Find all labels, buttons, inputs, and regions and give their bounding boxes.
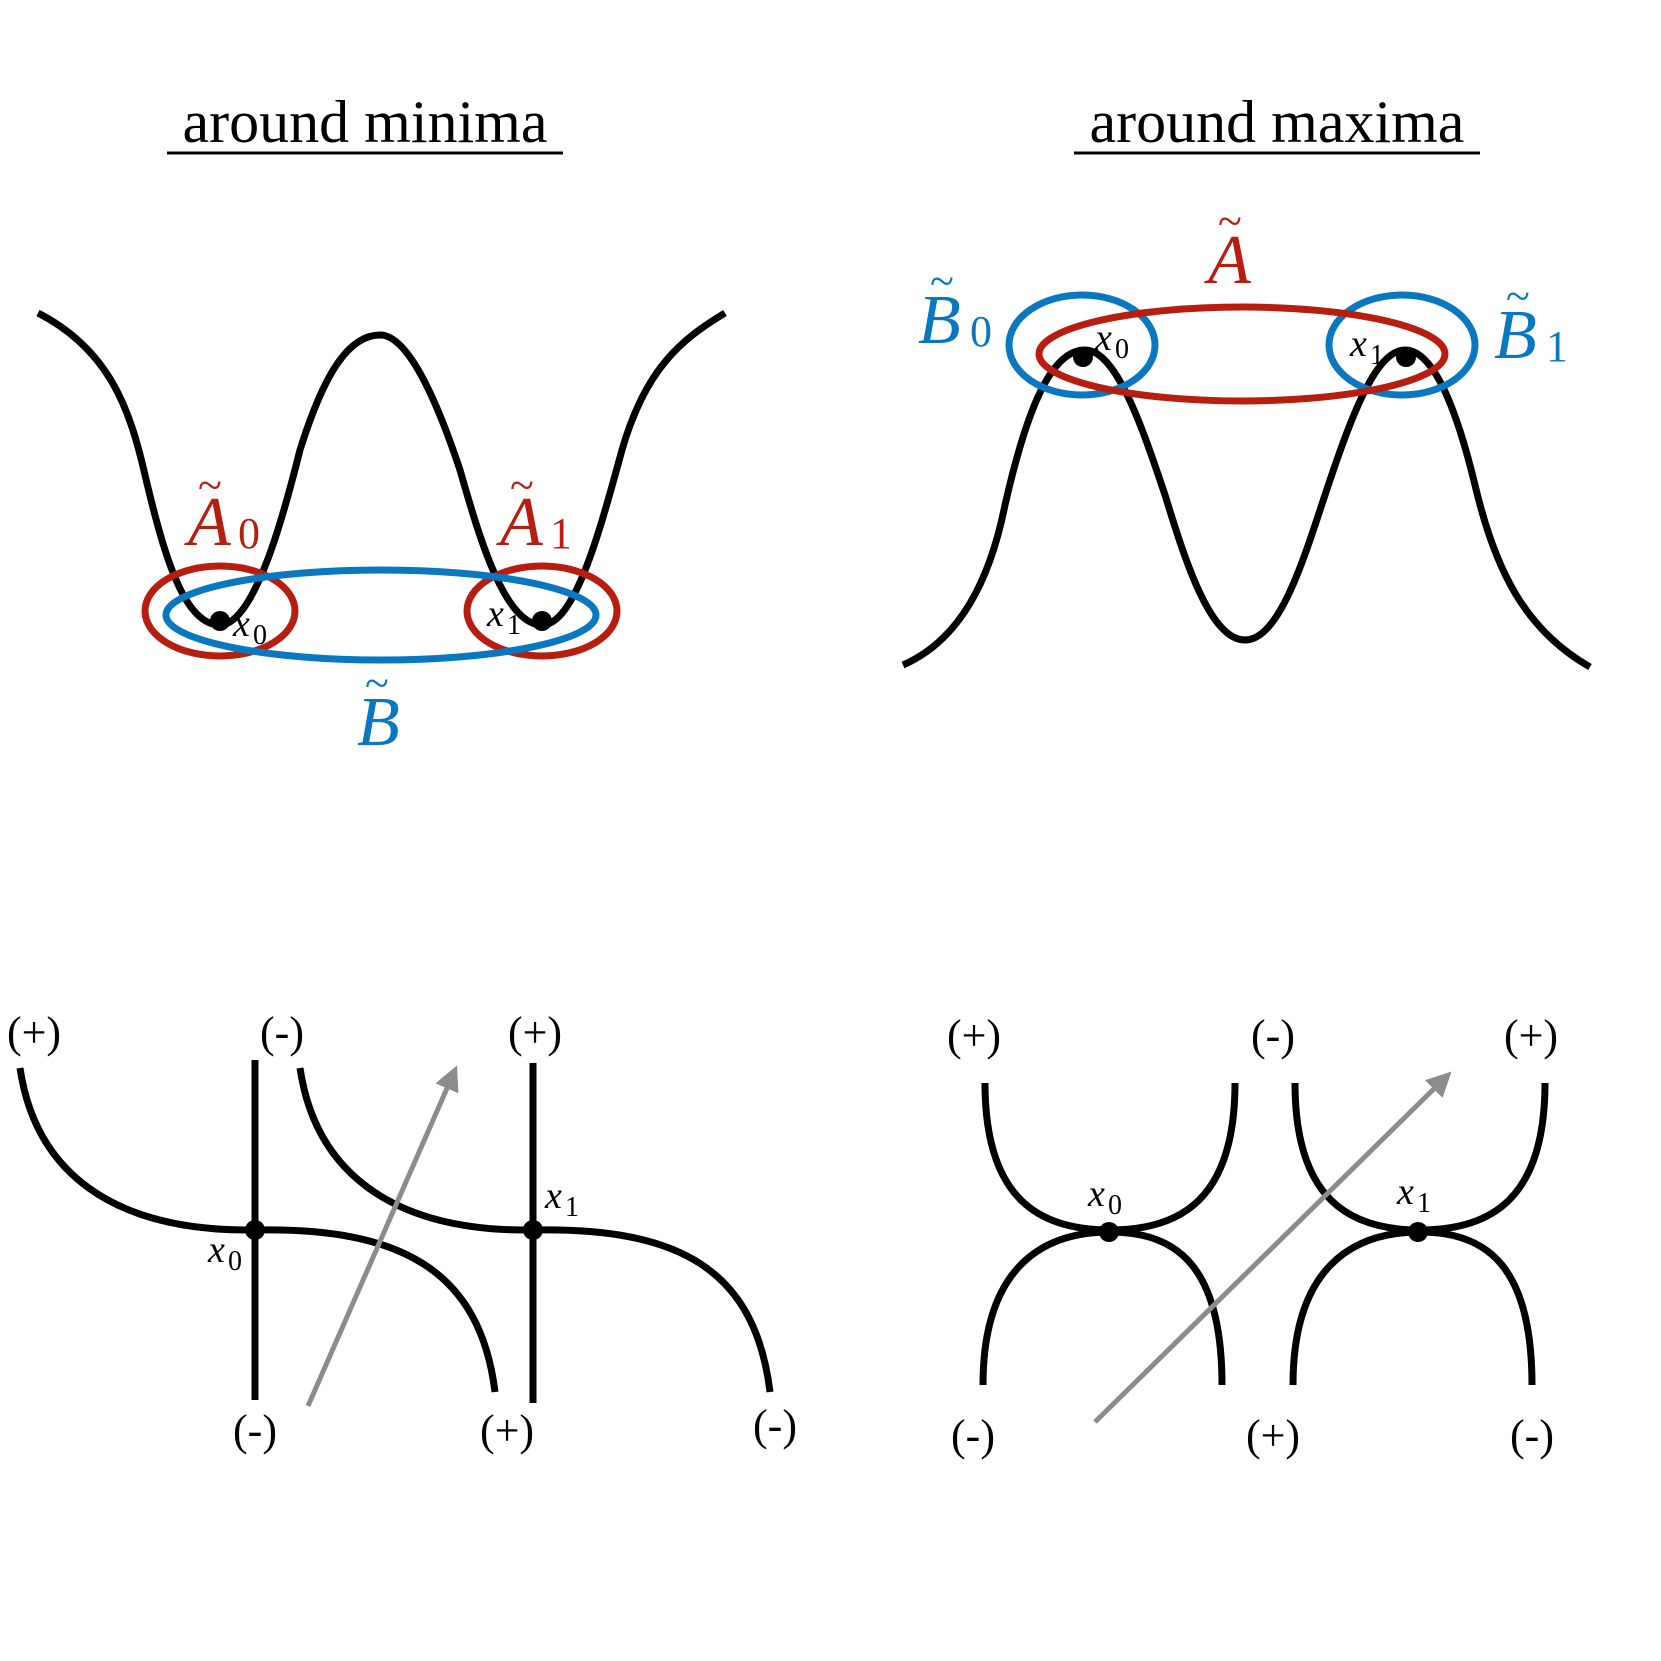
- label-x0: x 0: [232, 603, 267, 651]
- label-x1: x 1: [486, 593, 521, 641]
- point-x0-br: [1099, 1222, 1119, 1242]
- ellipse-B: [162, 566, 600, 664]
- point-x0: [210, 611, 230, 631]
- label-A-base: A: [1204, 222, 1251, 299]
- point-x1: [532, 611, 552, 631]
- sign-bottom-1: (-): [233, 1406, 277, 1455]
- sign-top-r1: (+): [947, 1011, 1001, 1060]
- label-B1-tilde: ~: [1506, 272, 1530, 321]
- point-x1-br: [1408, 1222, 1428, 1242]
- flow-arrow-right: [1093, 1071, 1452, 1424]
- label-x0-bl: x 0: [207, 1229, 242, 1277]
- label-B-tilde: ~: [365, 659, 389, 708]
- ellipse-B1: [1325, 291, 1479, 399]
- label-x0-bl-base: x: [207, 1229, 225, 1271]
- label-x1-br-base: x: [1396, 1171, 1414, 1213]
- label-B0-tilde: ~: [930, 257, 954, 306]
- title-right-group: around maxima: [1074, 89, 1480, 155]
- point-x1-bl: [523, 1220, 543, 1240]
- double-well-curve: [36, 309, 727, 629]
- lower-cap-2: [1289, 1228, 1536, 1386]
- label-x0-br: x 0: [1087, 1173, 1122, 1221]
- label-x1-bl-sub: 1: [565, 1192, 579, 1223]
- label-B1-base: B: [1494, 297, 1537, 374]
- branch-curve-3: [296, 1067, 534, 1234]
- label-x1-br-sub: 1: [1417, 1188, 1431, 1219]
- sign-bottom-r3: (-): [1510, 1411, 1554, 1460]
- branch-curve-1: [16, 1067, 256, 1234]
- ellipse-A0: [141, 562, 299, 660]
- label-B0-sub: 0: [970, 307, 992, 356]
- sign-top-2: (-): [260, 1008, 304, 1057]
- label-x1-max-base: x: [1349, 323, 1367, 365]
- sign-bottom-3: (-): [753, 1401, 797, 1450]
- label-B: B ~: [357, 659, 400, 761]
- sign-bottom-r2: (+): [1246, 1411, 1300, 1460]
- label-x0-bl-sub: 0: [228, 1246, 242, 1277]
- label-A0: A 0 ~: [184, 461, 260, 561]
- bottom-right-panel: x 0 x 1 (+) (-) (+) (-) (+) (-): [947, 1011, 1558, 1460]
- sign-bottom-2: (+): [480, 1406, 534, 1455]
- sign-top-r2: (-): [1251, 1011, 1295, 1060]
- label-x0-sub: 0: [253, 620, 267, 651]
- label-A0-sub: 0: [238, 509, 260, 558]
- label-x0-max-base: x: [1094, 317, 1112, 359]
- label-A0-tilde: ~: [198, 461, 222, 510]
- label-B-base: B: [357, 684, 400, 761]
- sign-top-r3: (+): [1504, 1011, 1558, 1060]
- bottom-left-panel: x 0 x 1 (+) (-) (+) (-) (+) (-): [7, 1008, 797, 1455]
- label-A: A ~: [1204, 197, 1251, 299]
- label-x1-max-sub: 1: [1370, 340, 1384, 371]
- ellipse-B0: [1005, 291, 1159, 399]
- sign-top-1: (+): [7, 1008, 61, 1057]
- double-hump-curve: [901, 346, 1592, 671]
- label-x0-br-base: x: [1087, 1173, 1105, 1215]
- label-A-tilde: ~: [1218, 197, 1242, 246]
- title-around-maxima: around maxima: [1090, 89, 1465, 155]
- label-x1-base: x: [486, 593, 504, 635]
- label-B0-base: B: [918, 282, 961, 359]
- label-x0-max-sub: 0: [1115, 334, 1129, 365]
- branch-curve-2: [254, 1226, 499, 1393]
- sign-bottom-r1: (-): [951, 1411, 995, 1460]
- sign-top-3: (+): [508, 1008, 562, 1057]
- label-x0-br-sub: 0: [1108, 1190, 1122, 1221]
- label-A0-base: A: [184, 484, 231, 561]
- minima-panel: A 0 ~ A 1 ~ B ~ x 0 x 1: [36, 309, 727, 761]
- label-A1: A 1 ~: [496, 461, 572, 561]
- point-x0-max: [1073, 347, 1093, 367]
- label-A1-tilde: ~: [510, 461, 534, 510]
- ellipse-A: [1035, 303, 1449, 405]
- label-B1: B 1 ~: [1494, 272, 1568, 374]
- point-x0-bl: [245, 1220, 265, 1240]
- label-x1-max: x 1: [1349, 323, 1384, 371]
- title-around-minima: around minima: [183, 89, 548, 155]
- label-A1-sub: 1: [550, 509, 572, 558]
- lower-cap-1: [979, 1228, 1226, 1386]
- title-left-group: around minima: [167, 89, 563, 155]
- label-B0: B 0 ~: [918, 257, 992, 359]
- label-B1-sub: 1: [1546, 322, 1568, 371]
- label-x1-sub: 1: [507, 610, 521, 641]
- label-x0-max: x 0: [1094, 317, 1129, 365]
- label-x0-base: x: [232, 603, 250, 645]
- branch-curve-4: [532, 1226, 774, 1393]
- label-x1-bl-base: x: [544, 1175, 562, 1217]
- ellipse-A1: [463, 562, 621, 660]
- label-x1-bl: x 1: [544, 1175, 579, 1223]
- label-x1-br: x 1: [1396, 1171, 1431, 1219]
- maxima-panel: A ~ B 0 ~ B 1 ~ x 0 x 1: [901, 197, 1592, 671]
- point-x1-max: [1396, 347, 1416, 367]
- flow-arrow-left: [305, 1065, 459, 1408]
- label-A1-base: A: [496, 484, 543, 561]
